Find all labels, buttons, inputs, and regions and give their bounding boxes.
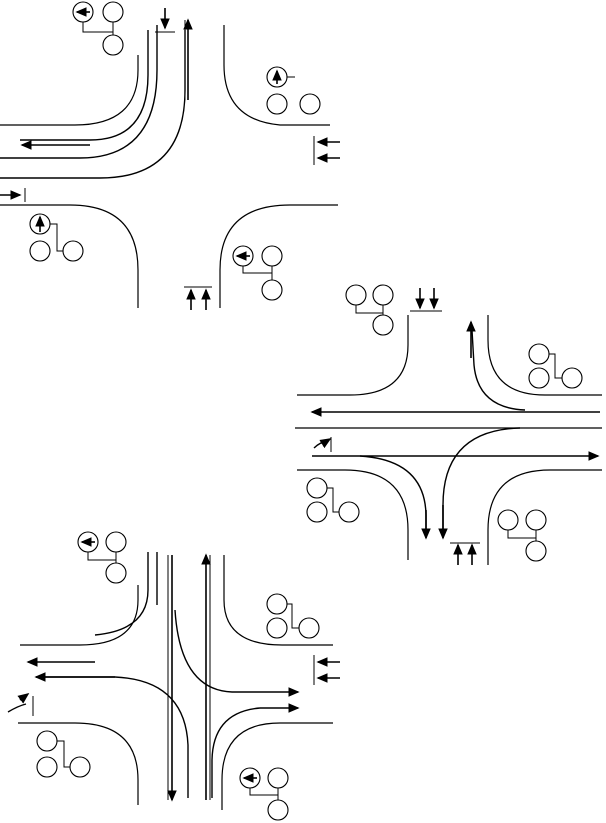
path-curve-2: [174, 609, 233, 693]
signal-group-north: [77, 531, 127, 584]
signal-head-icon: [525, 509, 547, 531]
signal-head-icon: [528, 343, 550, 365]
signal-head-icon: [36, 730, 58, 752]
through-arrow-icon: [17, 693, 30, 704]
path-lane-1: [20, 30, 149, 141]
curb-se: [487, 469, 602, 565]
signal-head-icon: [36, 756, 58, 778]
signal-head-icon: [266, 593, 288, 615]
signal-head-icon: [69, 756, 91, 778]
path-right-turn-south: [359, 455, 427, 535]
signal-head-icon: [372, 284, 394, 306]
signal-group-north: [72, 1, 124, 56]
signal-head-icon: [261, 245, 283, 267]
signal-group-west: [29, 213, 84, 262]
signal-head-icon: [267, 799, 289, 821]
signal-head-icon: [105, 531, 127, 553]
signal-head-icon: [102, 1, 124, 23]
signal-group-south: [232, 245, 283, 301]
signal-head-icon: [338, 501, 360, 523]
signal-head-icon: [29, 240, 51, 262]
path-right-turn: [471, 329, 526, 411]
signal-head-icon: [261, 279, 283, 301]
signal-group-east: [528, 343, 583, 389]
curb-sw: [297, 469, 409, 560]
path-lane-3: [0, 30, 186, 179]
signal-head-icon: [345, 284, 367, 306]
path-lane-1: [94, 552, 149, 636]
curb-nw: [0, 55, 139, 126]
path-curve-3: [211, 707, 261, 798]
signal-head-icon: [266, 617, 288, 639]
curb-sw: [0, 204, 139, 308]
signal-head-icon: [102, 34, 124, 56]
curb-se: [221, 722, 333, 810]
signal-head-icon: [62, 240, 84, 262]
signal-group-south: [497, 509, 547, 562]
curb-se: [219, 204, 338, 308]
signal-group-east: [266, 66, 321, 115]
signal-group-north: [345, 284, 394, 336]
signal-group-east: [266, 593, 320, 639]
signal-head-icon: [306, 477, 328, 499]
signal-head-icon: [528, 367, 550, 389]
curb-ne: [223, 25, 330, 126]
curb-nw: [20, 585, 139, 646]
signal-head-icon: [266, 93, 288, 115]
curb-sw: [18, 722, 139, 805]
signal-head-icon: [525, 540, 547, 562]
signal-head-icon: [561, 367, 583, 389]
intersection-bottom-left: [7, 531, 340, 821]
signal-head-icon: [372, 314, 394, 336]
signal-head-icon: [306, 501, 328, 523]
signal-head-icon: [299, 93, 321, 115]
signal-group-west: [306, 477, 360, 523]
signal-head-icon: [497, 509, 519, 531]
signal-head-icon: [267, 767, 289, 789]
path-left-turn: [442, 427, 521, 535]
curb-ne: [487, 315, 602, 396]
intersection-top-left: [0, 1, 340, 310]
curb-ne: [223, 555, 333, 646]
through-arrow-icon: [319, 438, 332, 449]
signal-head-icon: [298, 617, 320, 639]
signal-group-south: [239, 767, 289, 821]
approach-marker: [7, 703, 27, 713]
path-curve-1: [36, 676, 189, 798]
intersection-right: [295, 284, 602, 565]
signal-head-icon: [105, 562, 127, 584]
curb-nw: [297, 315, 409, 396]
signal-group-west: [36, 730, 91, 778]
path-lane-2: [0, 25, 158, 159]
